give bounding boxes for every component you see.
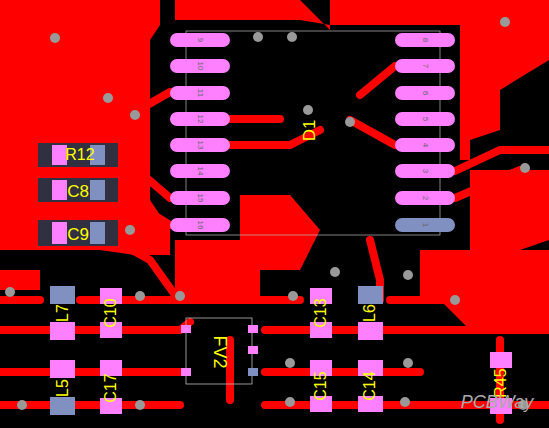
part-name: D1 bbox=[301, 119, 318, 141]
part-name: C8 bbox=[67, 183, 89, 200]
part-name: C10 bbox=[103, 298, 119, 327]
part-name: C14 bbox=[362, 371, 378, 400]
fv2-package bbox=[181, 318, 258, 384]
part-name: FV2 bbox=[211, 335, 229, 368]
part-name: L5 bbox=[55, 379, 71, 397]
pin-number: 15 bbox=[196, 194, 204, 203]
part-name: C9 bbox=[67, 226, 89, 243]
pin-number: 12 bbox=[196, 115, 204, 124]
pin-number: 6 bbox=[421, 91, 429, 95]
pin-number: 3 bbox=[421, 169, 429, 173]
pin-number: 4 bbox=[421, 143, 429, 147]
part-name: L7 bbox=[55, 304, 71, 322]
pin-number: 7 bbox=[421, 64, 429, 68]
pin-number: 11 bbox=[196, 89, 204, 97]
pin-number: 9 bbox=[196, 38, 204, 42]
watermark: PCBWay bbox=[461, 393, 534, 411]
pin-number: 8 bbox=[421, 38, 429, 42]
part-name: C15 bbox=[313, 371, 329, 400]
pin-number: 13 bbox=[196, 141, 204, 150]
part-name: L6 bbox=[362, 304, 378, 322]
part-name: R12 bbox=[65, 147, 94, 163]
pin-number: 5 bbox=[421, 117, 429, 121]
part-name: C13 bbox=[313, 298, 329, 327]
pin-number: 14 bbox=[196, 167, 204, 176]
pin-number: 16 bbox=[196, 221, 204, 230]
pin-number: 10 bbox=[196, 62, 204, 71]
pin-number: 2 bbox=[421, 196, 429, 200]
part-name: C17 bbox=[103, 373, 119, 402]
passive-pads bbox=[38, 143, 512, 415]
pin-number: 1 bbox=[421, 223, 429, 227]
